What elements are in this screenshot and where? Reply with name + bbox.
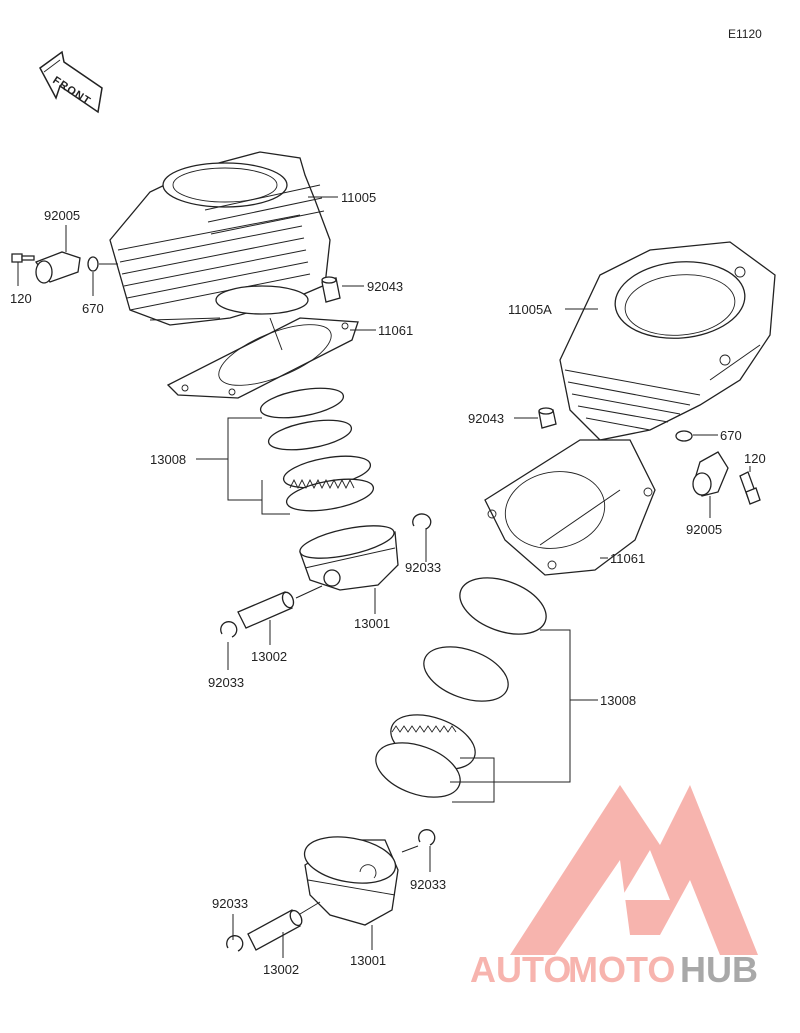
- label-oring-front: 670: [82, 301, 104, 316]
- logo-text-auto: AUTO: [470, 949, 571, 990]
- piston-rear: [303, 836, 399, 926]
- label-fitting-front: 92005: [44, 208, 80, 223]
- label-clip-front-left: 92033: [208, 675, 244, 690]
- circlip-front-left: [220, 621, 238, 638]
- circlip-front-right: [412, 513, 432, 530]
- circlip-rear-right: [418, 829, 436, 846]
- label-gasket-rear: 11061: [610, 551, 645, 566]
- label-bolt-rear: 120: [744, 451, 766, 466]
- gasket-rear: [484, 439, 656, 576]
- label-bolt-front: 120: [10, 291, 32, 306]
- gasket-front: [166, 317, 359, 399]
- label-pin-front: 13002: [251, 649, 287, 664]
- label-oring-rear: 670: [720, 428, 742, 443]
- label-gasket-front: 11061: [378, 323, 413, 338]
- piston-pin-rear: [247, 909, 303, 951]
- bolt-rear: [739, 471, 761, 505]
- bolt-front: [11, 253, 35, 263]
- label-rings-rear: 13008: [600, 693, 636, 708]
- label-clip-front-right: 92033: [405, 560, 441, 575]
- label-cylinder-front: 11005: [341, 190, 376, 205]
- cylinder-rear: [559, 241, 776, 441]
- label-dowel-rear: 92043: [468, 411, 504, 426]
- fitting-front: [34, 251, 81, 284]
- dowel-pin-front: [321, 276, 341, 303]
- label-piston-rear: 13001: [350, 953, 386, 968]
- cylinder-front: [109, 151, 331, 326]
- label-piston-front: 13001: [354, 616, 390, 631]
- piston-front: [299, 525, 399, 591]
- piston-pin-front: [237, 591, 295, 629]
- label-dowel-front: 92043: [367, 279, 403, 294]
- circlip-rear-left: [226, 935, 244, 952]
- label-clip-rear-right: 92033: [410, 877, 446, 892]
- piston-rings-front: [259, 387, 375, 512]
- dowel-pin-rear: [538, 407, 557, 429]
- o-ring-front: [87, 256, 99, 272]
- logo-text-moto: MOTO: [568, 949, 675, 990]
- automotohub-logo: AUTO MOTO HUB: [470, 785, 758, 990]
- label-clip-rear-left: 92033: [212, 896, 248, 911]
- o-ring-rear: [675, 430, 693, 442]
- label-fitting-rear: 92005: [686, 522, 722, 537]
- fitting-rear: [692, 451, 729, 497]
- piston-rings-rear: [375, 577, 547, 798]
- front-arrow-icon: FRONT: [39, 50, 103, 114]
- label-cylinder-rear: 11005A: [508, 302, 552, 317]
- label-rings-front: 13008: [150, 452, 186, 467]
- logo-text-hub: HUB: [680, 949, 758, 990]
- diagram-code: E1120: [728, 27, 762, 41]
- label-pin-rear: 13002: [263, 962, 299, 977]
